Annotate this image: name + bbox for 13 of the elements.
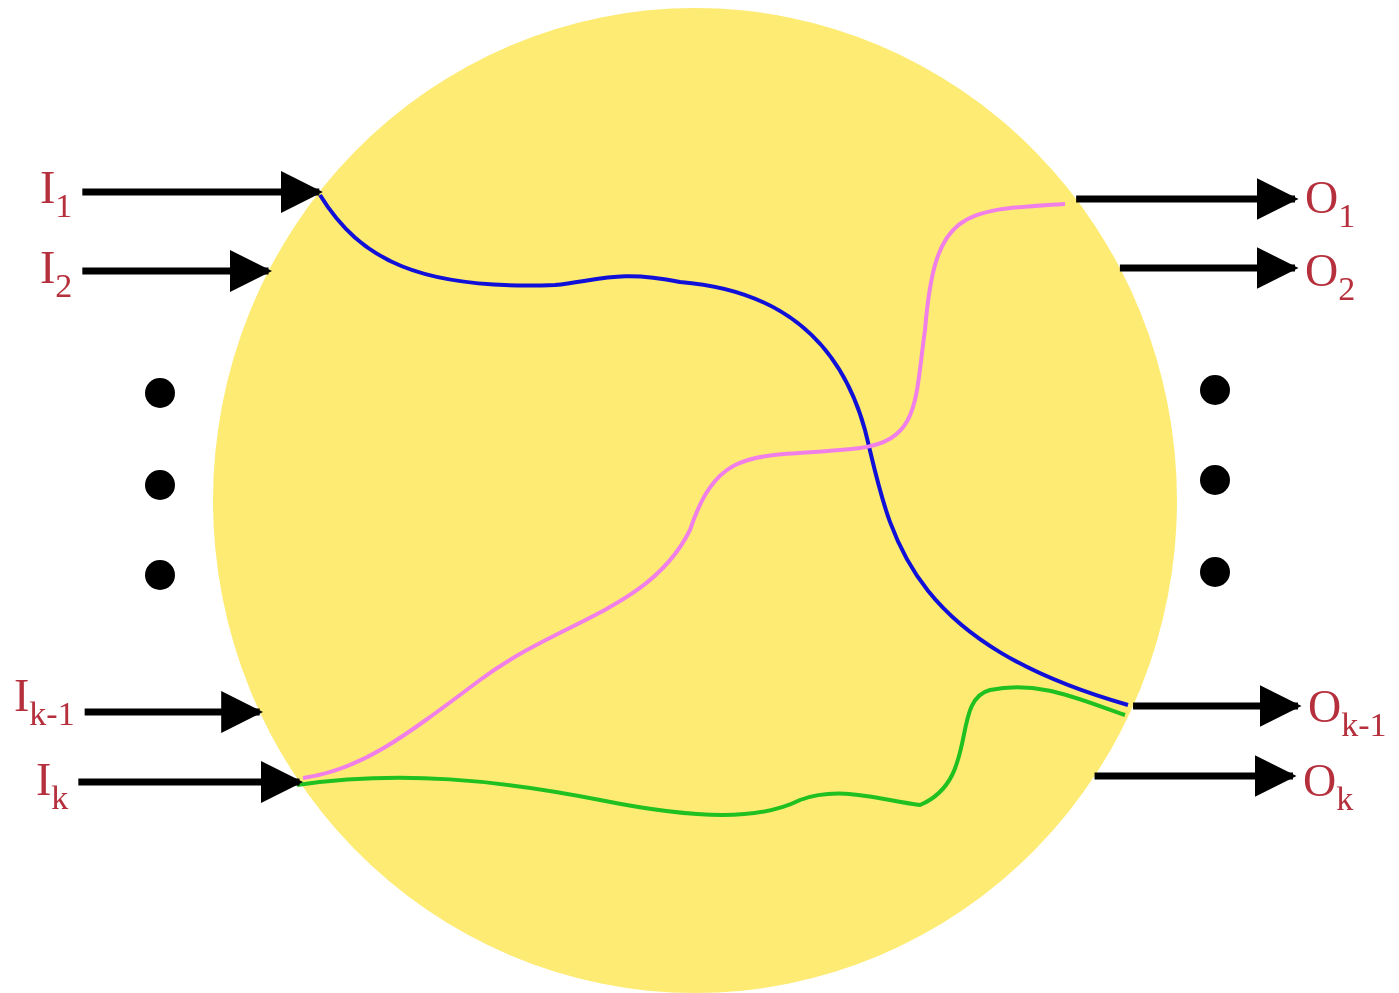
input-label: I$_{2}$ bbox=[40, 245, 73, 303]
output-label: O$_{k}$ bbox=[1303, 758, 1354, 816]
arrow bbox=[1094, 755, 1297, 797]
input-label: I$_{1}$ bbox=[40, 165, 73, 223]
arrow bbox=[84, 691, 264, 733]
arrow bbox=[1076, 178, 1299, 220]
arrow bbox=[1133, 685, 1302, 727]
input-label: I$_{k-1}$ bbox=[14, 673, 75, 731]
output-label: O$_{1}$ bbox=[1305, 175, 1356, 233]
output-label: O$_{k-1}$ bbox=[1308, 684, 1387, 742]
input-label: I$_{k}$ bbox=[36, 757, 69, 815]
arrow bbox=[1119, 247, 1299, 289]
output-label: O$_{2}$ bbox=[1305, 248, 1356, 306]
